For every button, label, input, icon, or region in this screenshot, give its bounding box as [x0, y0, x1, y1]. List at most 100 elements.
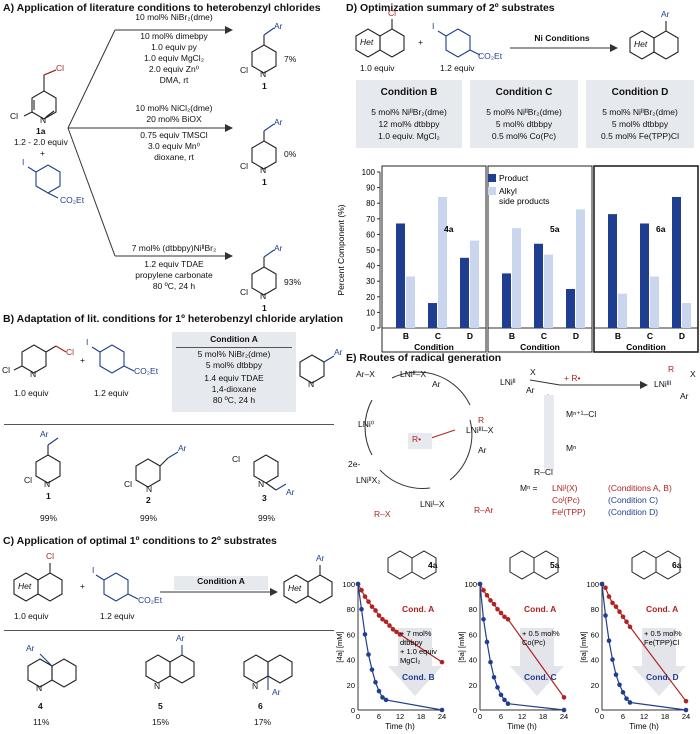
condition-a-line: 5 mol% dtbbpy — [172, 361, 296, 371]
atom-cl: Cl — [24, 476, 32, 486]
series-label: Cond. C — [524, 672, 557, 682]
compound-label: 4 — [38, 702, 43, 712]
series-label: Cond. A — [402, 604, 434, 614]
condition-title: Condition C — [470, 87, 578, 99]
data-point — [481, 588, 486, 593]
het-label: Het — [18, 582, 31, 592]
metal-cond: (Condition D) — [608, 508, 658, 518]
additive-note: Co(Pc) — [522, 638, 546, 647]
compound-label: 2 — [146, 496, 151, 506]
cond1-line: DMA, rt — [120, 76, 228, 86]
data-point — [603, 613, 608, 618]
data-point — [495, 607, 500, 612]
y-tick-label: 100 — [464, 580, 477, 589]
data-point — [614, 672, 619, 677]
y-tick-label: 0 — [473, 706, 477, 715]
data-point — [492, 602, 497, 607]
y-tick-label: 40 — [366, 262, 375, 271]
atom-ar: Ar — [274, 22, 283, 32]
condition-line: 5 mol% NiᴵᴵBr₂(dme) — [356, 108, 462, 118]
additive-note: Fe(TPP)Cl — [644, 638, 680, 647]
bar — [640, 223, 649, 328]
legend-swatch — [488, 174, 496, 182]
x-tick-label: B — [509, 331, 515, 341]
x-tick-label: 6 — [621, 712, 625, 721]
bar — [428, 303, 437, 328]
cycle-species: LNiᴵᴵ–X — [400, 370, 426, 380]
yield-value: 7% — [284, 55, 296, 65]
data-point — [363, 632, 368, 637]
condition-a-title: Condition A — [174, 577, 268, 587]
y-tick-label: 20 — [366, 293, 375, 302]
bar — [438, 197, 447, 328]
data-point — [621, 614, 626, 619]
x-tick-label: B — [615, 331, 621, 341]
data-point — [370, 604, 375, 609]
condition-a-line: 1.4 equiv TDAE — [172, 374, 296, 384]
ester-group: CO₂Et — [138, 596, 162, 606]
atom-n: N — [258, 480, 264, 490]
data-point — [607, 638, 612, 643]
x-tick-label: C — [647, 331, 653, 341]
additive-note: + 0.5 mol% — [644, 629, 682, 638]
het-label: Het — [288, 584, 301, 594]
condition-line: 12 mol% dtbbpy — [356, 120, 462, 130]
metal-legend: Mⁿ = — [520, 484, 538, 494]
x-axis-label: Condition — [414, 342, 454, 352]
bar — [396, 223, 405, 328]
data-point — [506, 701, 511, 706]
y-tick-label: 60 — [469, 630, 477, 639]
bar — [618, 294, 627, 328]
y-tick-label: 80 — [347, 605, 355, 614]
condition-line: 0.5 mol% Co(Pc) — [470, 132, 578, 142]
bar — [650, 277, 659, 328]
yield-value: 11% — [33, 718, 49, 728]
cycle-species: R–Ar — [474, 506, 493, 516]
cond2-line: 0.75 equiv TMSCl — [120, 131, 228, 141]
cycle-species: LNiᴵᴵᴵ–X — [466, 426, 493, 436]
atom-n: N — [260, 70, 266, 80]
x-tick-label: 24 — [438, 712, 446, 721]
atom-i: I — [92, 566, 94, 576]
condition-line: 5 mol% NiᴵᴵBr₂(dme) — [470, 108, 578, 118]
data-point — [478, 582, 483, 587]
data-point — [366, 599, 371, 604]
compound-label: 6a — [656, 224, 666, 234]
legend-swatch — [488, 187, 496, 195]
data-point — [359, 588, 364, 593]
atom-ar: Ar — [316, 554, 325, 564]
data-point — [628, 625, 633, 630]
data-point — [373, 680, 378, 685]
data-point — [495, 685, 500, 690]
data-point — [492, 675, 497, 680]
yield-value: 99% — [40, 514, 57, 524]
yield-value: 17% — [254, 718, 271, 728]
x-tick-label: 24 — [682, 712, 690, 721]
cond1-line: 2.0 equiv Zn⁰ — [120, 65, 228, 75]
data-point — [373, 608, 378, 613]
metal-name: Coᴵ(Pc) — [552, 496, 580, 506]
atom-cl: Cl — [240, 288, 248, 298]
cycle-species: Ar — [432, 380, 441, 390]
y-axis-label: [5a] [mM] — [457, 631, 466, 662]
compound-label: 4a — [444, 224, 454, 234]
data-point — [363, 594, 368, 599]
bar — [502, 273, 511, 328]
plus-sign: + — [418, 38, 423, 48]
cycle-species: LNiᴵ–X — [420, 500, 445, 510]
x-tick-label: 12 — [640, 712, 648, 721]
bar — [512, 228, 521, 328]
data-point — [562, 695, 567, 700]
data-point — [384, 698, 389, 703]
metal-cond: (Condition C) — [608, 496, 658, 506]
x-tick-label: 0 — [356, 712, 360, 721]
bar — [682, 303, 691, 328]
equiv-label: 1.0 equiv — [360, 64, 395, 74]
compound-label: 3 — [262, 494, 267, 504]
section-b-title: B) Adaptation of lit. conditions for 1º … — [3, 313, 343, 325]
x-tick-label: 6 — [499, 712, 503, 721]
y-tick-label: 80 — [366, 199, 375, 208]
atom-ar: Ar — [274, 244, 283, 254]
atom-cl: Cl — [2, 366, 10, 376]
